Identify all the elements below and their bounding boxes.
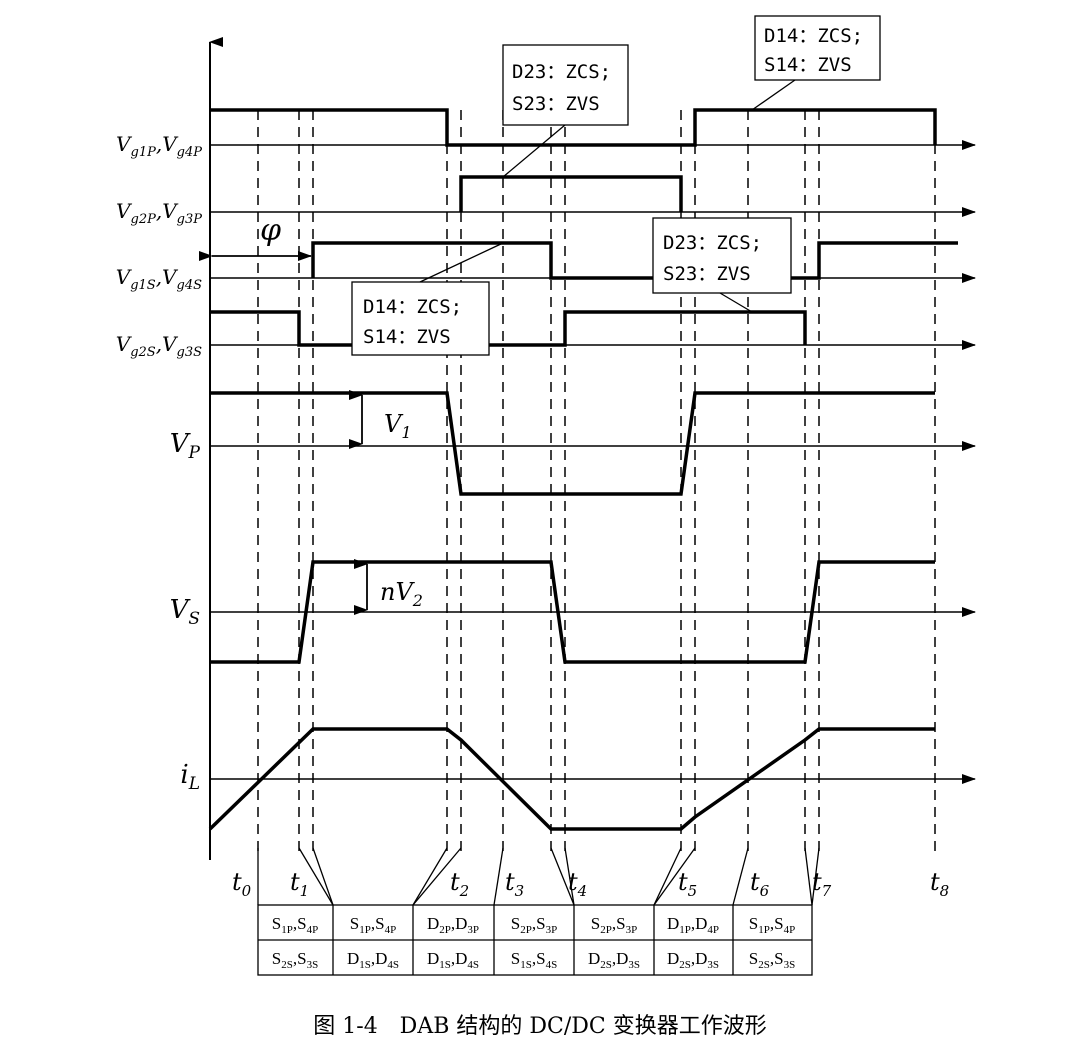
svg-text:D2P,D3P: D2P,D3P <box>427 914 479 936</box>
svg-text:D2S,D3S: D2S,D3S <box>588 949 640 971</box>
label-vs: VS <box>170 595 200 629</box>
conduction-table: S1P,S4P S1P,S4P D2P,D3P S2P,S3P S2P,S3P … <box>257 847 820 976</box>
svg-text:t8: t8 <box>930 868 949 900</box>
time-markers <box>257 110 936 855</box>
baselines <box>210 140 976 784</box>
svg-text:S1P,S4P: S1P,S4P <box>272 914 318 936</box>
svg-text:S2S,S3S: S2S,S3S <box>749 949 795 971</box>
signal-labels: Vg1P,Vg4P Vg2P,Vg3P Vg1S,Vg4S Vg2S,Vg3S <box>116 132 203 360</box>
v1-label: V1 <box>384 410 412 442</box>
svg-text:t1: t1 <box>290 868 309 900</box>
annotation-box-2 <box>754 15 881 81</box>
label-g14p: Vg1P,Vg4P <box>116 132 202 160</box>
waveform-vs <box>210 560 935 664</box>
svg-text:t3: t3 <box>505 868 524 900</box>
waveform-g14p <box>210 108 937 147</box>
label-g23s: Vg2S,Vg3S <box>116 332 202 360</box>
svg-text:S23：ZVS: S23：ZVS <box>663 263 751 285</box>
amplitude-arrows <box>199 251 368 615</box>
svg-text:t2: t2 <box>450 868 469 900</box>
svg-text:t6: t6 <box>750 868 770 900</box>
svg-text:S14：ZVS: S14：ZVS <box>764 54 852 76</box>
annotation-box-1 <box>502 44 629 126</box>
svg-text:t4: t4 <box>568 868 587 900</box>
svg-text:S1P,S4P: S1P,S4P <box>350 914 396 936</box>
svg-text:S23：ZVS: S23：ZVS <box>512 93 600 115</box>
svg-text:S2P,S3P: S2P,S3P <box>591 914 637 936</box>
svg-text:t7: t7 <box>812 868 832 900</box>
waveform-labels: VP VS iL <box>170 429 201 794</box>
svg-text:S1P,S4P: S1P,S4P <box>749 914 795 936</box>
waveform-vp <box>210 391 935 496</box>
svg-text:t5: t5 <box>678 868 697 900</box>
svg-text:S2S,S3S: S2S,S3S <box>272 949 318 971</box>
svg-text:S2P,S3P: S2P,S3P <box>511 914 557 936</box>
waveform-g14s <box>311 241 958 280</box>
svg-text:D14：ZCS;: D14：ZCS; <box>764 25 863 47</box>
figure-caption: 图 1-4 DAB 结构的 DC/DC 变换器工作波形 <box>313 1014 767 1039</box>
dab-waveform-diagram: V1 nV2 φ Vg1P,Vg4P Vg2P,Vg3P Vg1S,Vg4S V… <box>116 15 976 976</box>
svg-text:D1S,D4S: D1S,D4S <box>347 949 399 971</box>
svg-text:S1S,S4S: S1S,S4S <box>511 949 557 971</box>
waveform-g23s <box>210 310 807 347</box>
label-il: iL <box>180 760 200 794</box>
svg-text:D14：ZCS;: D14：ZCS; <box>363 296 462 318</box>
phase-label: φ <box>260 213 281 248</box>
svg-text:t0: t0 <box>232 868 252 900</box>
label-vp: VP <box>170 429 201 463</box>
time-labels: t0 t1 t2 t3 t4 t5 t6 t7 t8 <box>232 868 949 900</box>
svg-text:D1P,D4P: D1P,D4P <box>667 914 719 936</box>
label-g14s: Vg1S,Vg4S <box>116 265 202 293</box>
waveform-g23p <box>459 175 683 212</box>
svg-text:D23：ZCS;: D23：ZCS; <box>512 61 611 83</box>
annotations: D23：ZCS; S23：ZVS D14：ZCS; S14：ZVS D14：ZC… <box>351 15 881 356</box>
waveform-il <box>208 727 935 831</box>
annotation-box-4 <box>652 217 792 294</box>
annotation-box-3 <box>351 281 490 356</box>
svg-text:S14：ZVS: S14：ZVS <box>363 326 451 348</box>
waveforms <box>208 108 958 831</box>
svg-text:D2S,D3S: D2S,D3S <box>667 949 719 971</box>
svg-text:D1S,D4S: D1S,D4S <box>427 949 479 971</box>
label-g23p: Vg2P,Vg3P <box>116 199 202 227</box>
nv2-label: nV2 <box>380 578 423 610</box>
svg-text:D23：ZCS;: D23：ZCS; <box>663 232 762 254</box>
